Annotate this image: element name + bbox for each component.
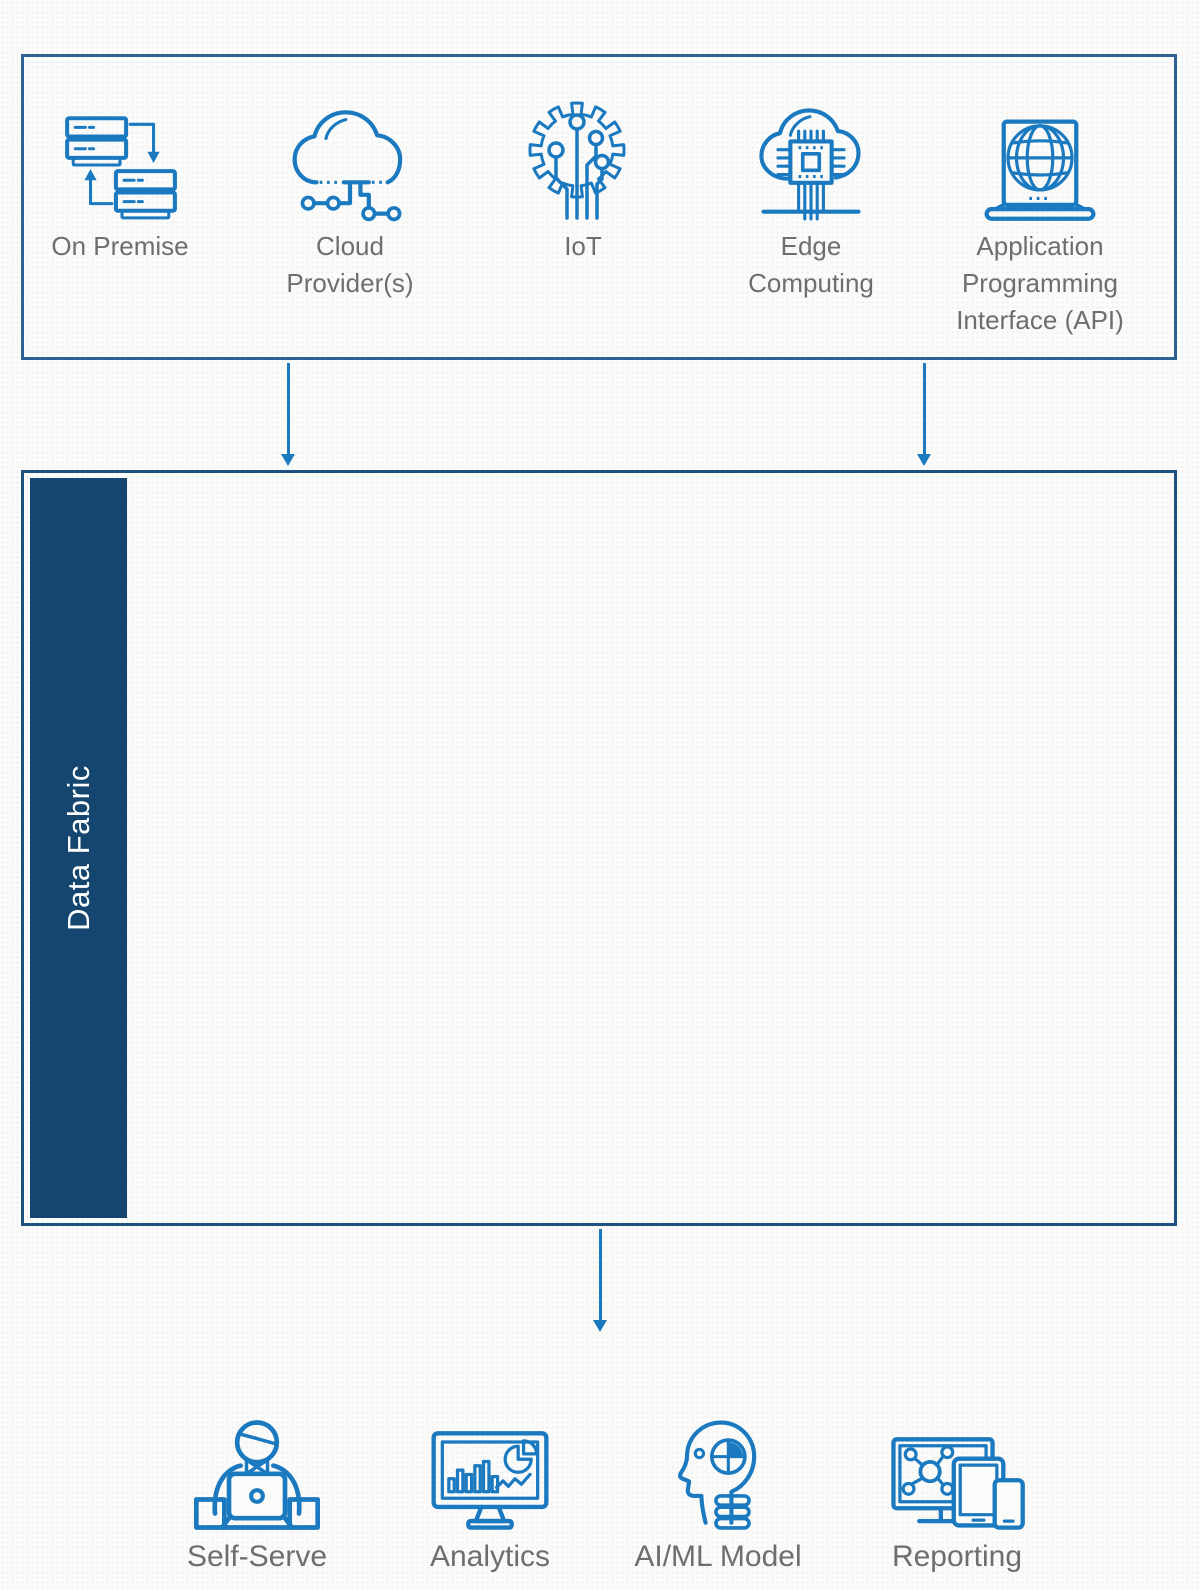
api-icon <box>976 84 1104 222</box>
consumer-label: AI/ML Model <box>634 1540 802 1573</box>
arrow-down-icon <box>281 363 295 466</box>
data-fabric-label: Data Fabric <box>60 765 96 931</box>
source-label: Application Programming Interface (API) <box>956 231 1124 335</box>
consumer-item-self-serve: Self-Serve <box>137 1392 377 1576</box>
self-serve-icon <box>187 1392 327 1530</box>
consumer-label: Analytics <box>429 1540 551 1573</box>
cloud-providers-icon <box>287 84 413 222</box>
arrow-down-icon <box>593 1229 607 1332</box>
source-item-edge-computing: Edge Computing <box>726 84 896 302</box>
data-fabric-bar: Data Fabric <box>30 478 127 1218</box>
analytics-icon <box>425 1392 555 1530</box>
sources-box <box>21 54 1177 360</box>
source-label: Edge Computing <box>748 231 874 298</box>
source-label: IoT <box>564 231 602 261</box>
source-item-iot: IoT <box>528 84 633 265</box>
arrow-down-icon <box>917 363 931 466</box>
data-fabric-box <box>21 470 1177 1226</box>
on-premise-servers-icon <box>59 84 181 222</box>
consumer-item-ai-ml-model: AI/ML Model <box>598 1392 838 1576</box>
consumer-label: Reporting <box>891 1540 1023 1573</box>
source-item-on-premise: On Premise <box>20 84 220 265</box>
ai-ml-model-icon <box>656 1392 780 1530</box>
consumer-label: Self-Serve <box>186 1540 328 1573</box>
source-item-cloud-providers: Cloud Provider(s) <box>270 84 430 302</box>
reporting-icon <box>887 1392 1027 1530</box>
iot-icon <box>523 84 643 222</box>
edge-computing-icon <box>749 84 873 222</box>
source-label: Cloud Provider(s) <box>286 231 414 298</box>
consumer-item-reporting: Reporting <box>837 1392 1077 1576</box>
source-label: On Premise <box>51 231 189 261</box>
consumer-item-analytics: Analytics <box>370 1392 610 1576</box>
source-item-api: Application Programming Interface (API) <box>930 84 1150 339</box>
